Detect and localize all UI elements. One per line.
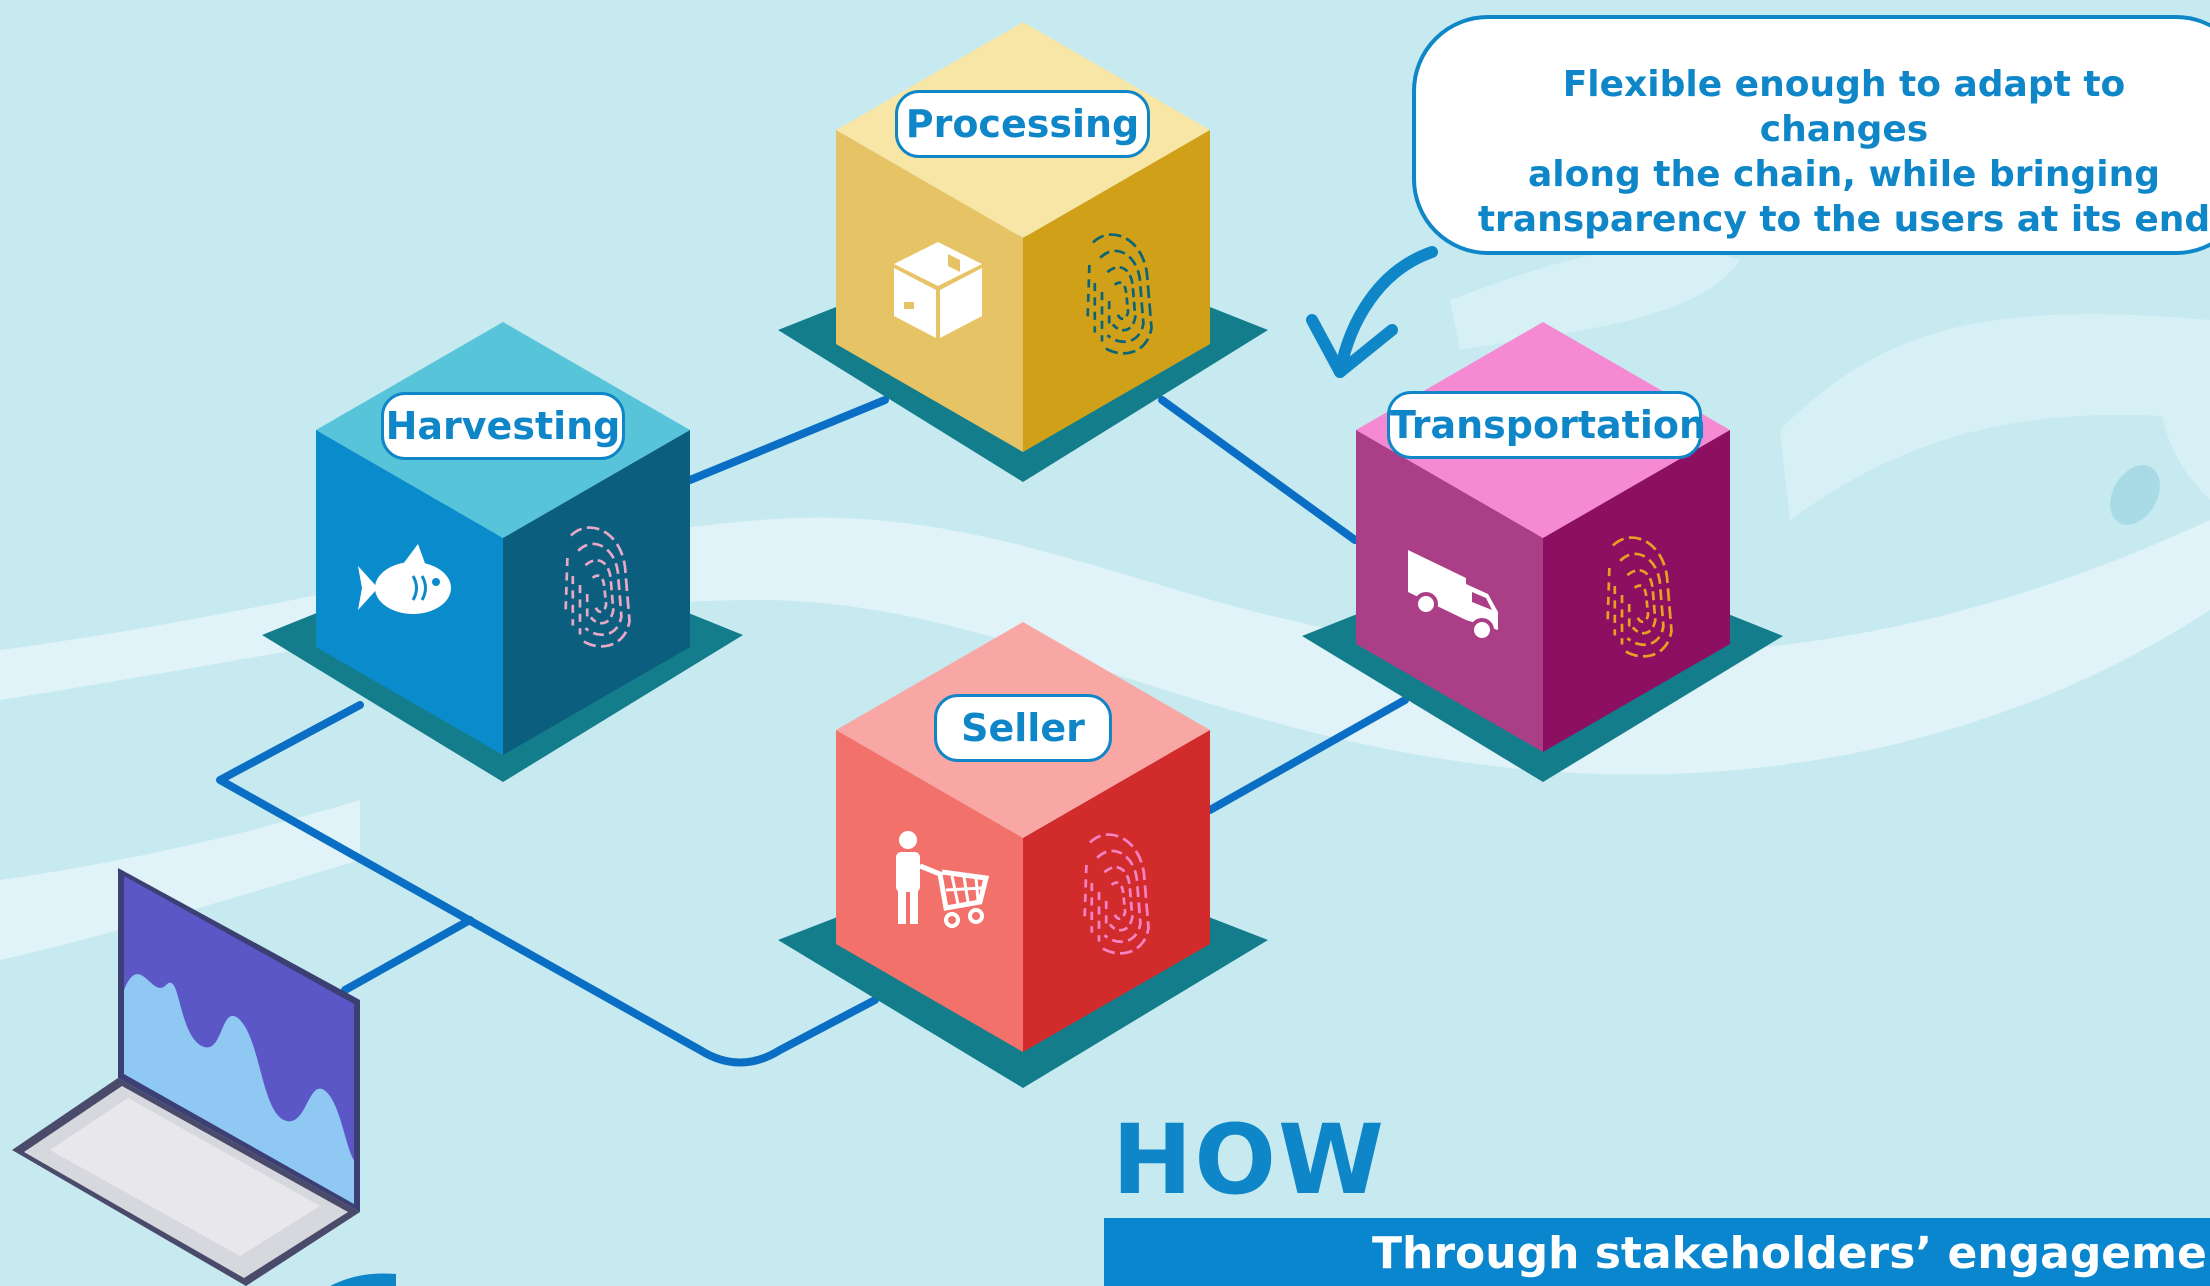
laptop-illustration	[12, 868, 360, 1286]
truck-icon	[1408, 550, 1498, 642]
package-box-icon	[894, 242, 982, 338]
flow-arrow-fragment	[330, 1273, 396, 1286]
callout-line-1: Flexible enough to adapt to changes	[1562, 64, 2126, 150]
callout-arrow	[1306, 246, 1438, 378]
processing-cube	[778, 22, 1268, 482]
callout-text: Flexible enough to adapt to changes alon…	[1474, 62, 2210, 242]
shopper-cart-icon	[896, 831, 990, 928]
fish-icon	[358, 544, 451, 614]
callout-line-2: along the chain, while bringing	[1527, 154, 2161, 195]
callout-bubble	[1412, 15, 2210, 255]
harvesting-cube	[262, 322, 743, 782]
stage-label-processing: Processing	[895, 90, 1150, 158]
callout-line-3: transparency to the users at its end	[1477, 199, 2210, 240]
how-banner-text: Through stakeholders’ engagement	[1372, 1228, 2210, 1279]
stage-label-harvesting: Harvesting	[381, 392, 625, 460]
how-heading: HOW	[1112, 1104, 1386, 1216]
stage-label-transportation: Transportation	[1387, 391, 1706, 459]
stage-label-seller: Seller	[934, 694, 1112, 762]
chain-connectors	[216, 396, 1409, 1067]
how-banner: Through stakeholders’ engagement	[1104, 1218, 2210, 1286]
